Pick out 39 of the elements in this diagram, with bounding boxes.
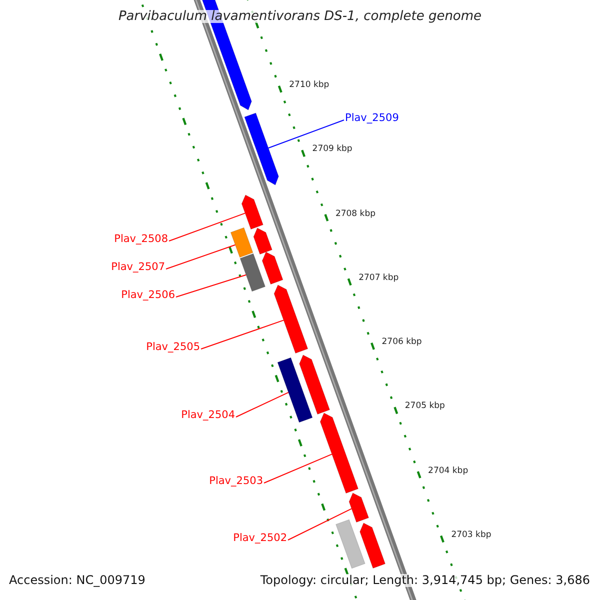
gene-block bbox=[360, 522, 386, 569]
gene-label: Plav_2502 bbox=[233, 532, 287, 545]
leader-line bbox=[268, 120, 344, 148]
gene-block bbox=[299, 354, 330, 415]
accession-text: Accession: NC_009719 bbox=[9, 574, 146, 587]
gene-block bbox=[274, 284, 308, 354]
leader-line bbox=[168, 212, 246, 242]
gene-label: Plav_2509 bbox=[345, 112, 399, 125]
leader-line bbox=[200, 320, 284, 350]
leader-line bbox=[264, 454, 332, 484]
gene-block bbox=[336, 519, 366, 569]
gene-label: Plav_2507 bbox=[111, 261, 165, 274]
gene-label: Plav_2508 bbox=[114, 233, 168, 246]
gene-block bbox=[277, 357, 313, 423]
gene-block bbox=[240, 253, 266, 292]
gene-block bbox=[230, 227, 254, 258]
scale-label: 2704 kbp bbox=[428, 466, 468, 476]
scale-label: 2706 kbp bbox=[382, 337, 422, 348]
leader-line bbox=[288, 508, 352, 540]
gene-label: Plav_2504 bbox=[181, 409, 235, 422]
gene-label: Plav_2505 bbox=[146, 341, 200, 354]
scale-label: 2709 kbp bbox=[312, 144, 352, 154]
leader-line bbox=[166, 244, 236, 270]
gene-label: Plav_2503 bbox=[209, 475, 263, 488]
scale-label: 2703 kbp bbox=[451, 530, 492, 540]
gene-block bbox=[262, 252, 284, 285]
scale-label: 2705 kbp bbox=[404, 401, 445, 412]
scale-label: 2707 kbp bbox=[358, 272, 399, 283]
leader-line bbox=[236, 392, 289, 418]
scale-label: 2710 kbp bbox=[289, 80, 330, 90]
gene-block bbox=[320, 412, 359, 494]
genome-summary: Topology: circular; Length: 3,914,745 bp; Genes: 3,686 bbox=[260, 574, 590, 587]
gene-label: Plav_2506 bbox=[121, 289, 175, 302]
scale-label: 2708 kbp bbox=[335, 208, 376, 219]
gene-block bbox=[348, 492, 370, 523]
gene-block bbox=[253, 228, 272, 255]
gene-block bbox=[244, 112, 279, 186]
leader-line bbox=[176, 274, 247, 298]
gene-block bbox=[241, 194, 264, 230]
